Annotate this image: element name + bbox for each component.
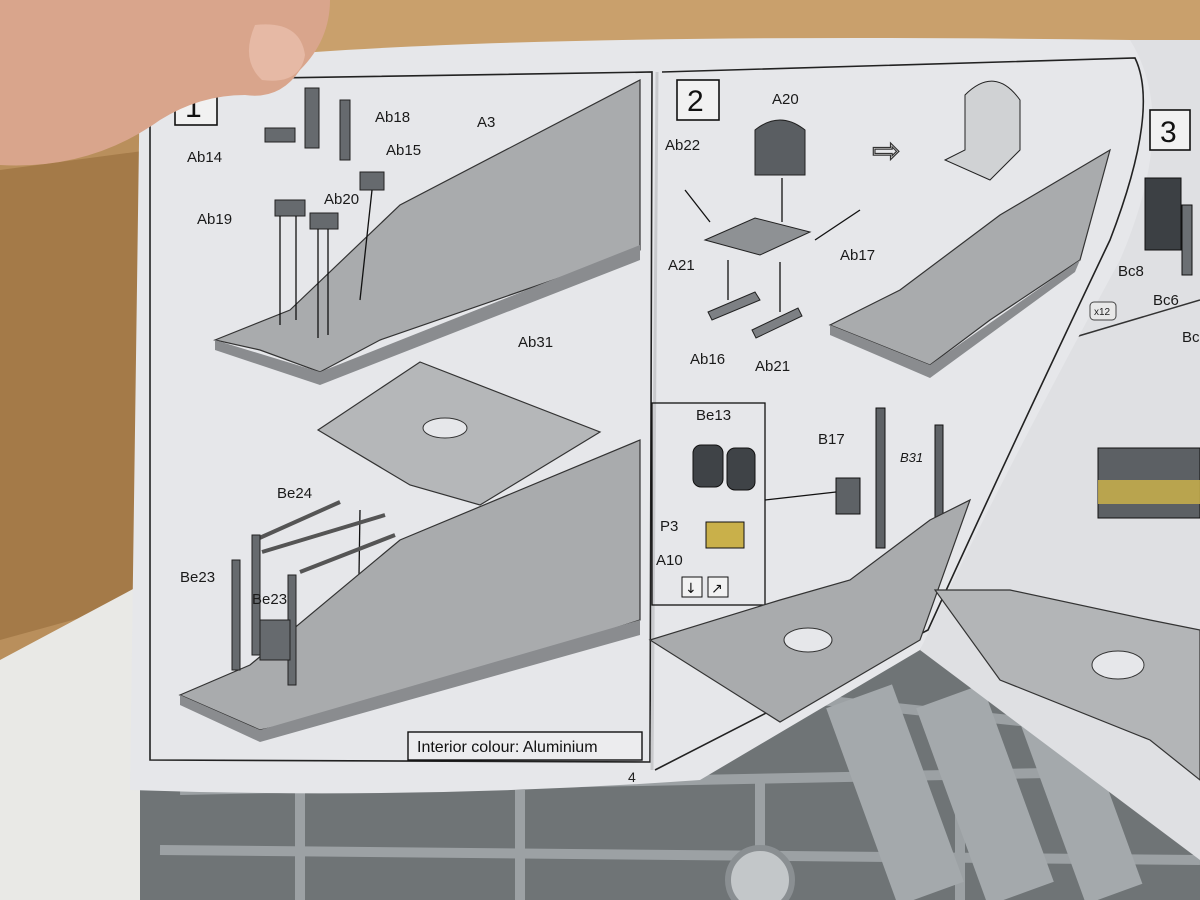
step1-lower-parts [231,534,297,686]
label-ab22: Ab22 [665,137,700,154]
step3-number-box [1149,109,1191,151]
step3-yellow-part [1098,480,1200,504]
label-a21: A21 [668,257,695,274]
down-arrow-icon: ↓ [685,581,697,597]
interior-colour-caption: Interior colour: Aluminium [417,739,598,756]
step2-hull [828,148,1111,366]
seat-rails [707,291,803,339]
label-ab21: Ab21 [755,358,790,375]
fold-line [650,71,659,771]
label-p3: P3 [660,518,678,535]
instruction-icon-glue[interactable] [681,576,703,598]
step1-frame [149,71,653,763]
step3-divider [1064,299,1200,341]
label-b31: B31 [900,450,923,465]
label-ab16: Ab16 [690,351,725,368]
interior-colour-box [407,731,643,761]
ab31-turret-hole [422,417,468,439]
p3-frame [705,521,745,549]
box-inner-shadow [0,150,150,640]
page-number: 4 [628,769,636,785]
be13-tanks [692,444,756,491]
be13-inset-frame [651,402,766,606]
step2-connector [764,491,837,501]
label-a10: A10 [656,552,683,569]
a21-seat-pan [703,217,812,256]
label-b17: B17 [818,431,845,448]
step2-arrows [684,178,861,312]
label-be23-left: Be23 [180,569,215,586]
label-bc-partial: Bc [1182,329,1200,346]
rotate-icon: ↗ [711,581,723,597]
be24-rods [254,500,396,574]
step2-lower-hull [648,498,972,723]
thumbnail [248,24,305,81]
step2-number: 2 [687,85,704,118]
track-links [826,684,1143,900]
white-tray [0,580,150,900]
label-ab17: Ab17 [840,247,875,264]
label-ab19: Ab19 [197,211,232,228]
step2-turret-hole [783,627,833,653]
bc8-part [1144,177,1182,251]
label-bc8: Bc8 [1118,263,1144,280]
label-be13: Be13 [696,407,731,424]
step2-number-box [676,79,720,121]
assembled-seat [943,80,1021,181]
label-ab14: Ab14 [187,149,222,166]
outline-arrow-icon: ⇨ [872,131,901,171]
step1-upper-parts [264,87,385,230]
quantity-label: x12 [1094,307,1111,318]
step3-hull [933,589,1200,781]
label-a20: A20 [772,91,799,108]
step2-hull-edge [830,260,1080,378]
instruction-icon-rotate[interactable] [707,576,729,598]
label-be23-right: Be23 [252,591,287,608]
step3-number: 3 [1160,116,1177,149]
label-ab20: Ab20 [324,191,359,208]
label-ab18: Ab18 [375,109,410,126]
a20-seat-back [754,119,806,176]
quantity-badge [1089,301,1117,321]
b17-mast [835,407,944,549]
label-a3: A3 [477,114,495,131]
hand-thumb [0,0,330,166]
step3-turret-hole [1091,650,1145,680]
step2-frame [654,57,1145,771]
sprocket-wheel [725,845,795,900]
label-ab15: Ab15 [386,142,421,159]
label-ab31: Ab31 [518,334,553,351]
label-be24: Be24 [277,485,312,502]
label-bc6: Bc6 [1153,292,1179,309]
bc6-spring [1181,204,1193,276]
